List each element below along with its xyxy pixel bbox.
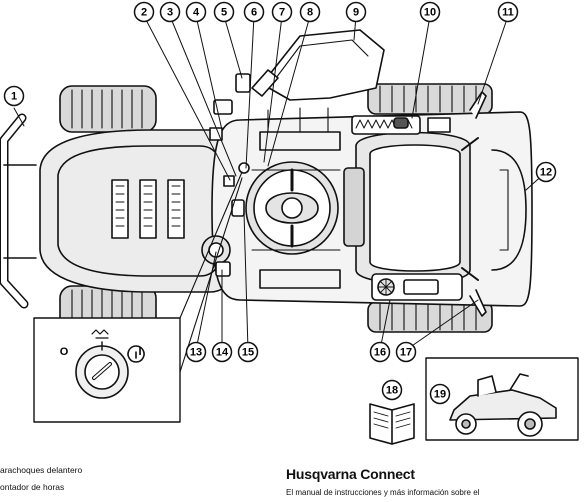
callout-number: 11 [502,7,514,19]
callout-1: 1 [5,87,24,106]
callout-number: 16 [374,347,386,359]
callout-19: 19 [431,385,450,404]
callout-number: 12 [540,167,552,179]
ignition-on-symbol: I [138,346,141,358]
callout-number: 19 [434,389,446,401]
callout-15: 15 [239,343,258,362]
callout-9: 9 [347,3,366,22]
callout-number: 8 [307,7,313,19]
callout-3: 3 [161,3,180,22]
callout-number: 1 [11,91,17,103]
brand-subtitle: El manual de instrucciones y más informa… [286,488,586,497]
callout-11: 11 [499,3,518,22]
callout-number: 17 [400,347,412,359]
callout-8: 8 [301,3,320,22]
callout-number: 3 [167,7,173,19]
callout-number: 10 [424,7,436,19]
callout-5: 5 [215,3,234,22]
callout-10: 10 [421,3,440,22]
callout-7: 7 [273,3,292,22]
legend-item-2: ontador de horas [0,482,64,492]
hood [40,130,240,292]
callout-2: 2 [135,3,154,22]
callout-16: 16 [371,343,390,362]
callout-number: 7 [279,7,285,19]
callout-6: 6 [245,3,264,22]
steering-wheel [246,162,338,254]
callout-number: 18 [386,385,398,397]
front-bumper [4,118,36,304]
ignition-inset [34,318,180,422]
cutting-height-lever [352,116,450,134]
callout-17: 17 [397,343,416,362]
callout-number: 6 [251,7,257,19]
callout-number: 15 [242,347,254,359]
manual-book-icon [370,404,414,444]
callout-4: 4 [187,3,206,22]
callout-18: 18 [383,381,402,400]
front-wheel-top [60,86,156,132]
callout-number: 2 [141,7,147,19]
legend-item-1: arachoques delantero [0,465,82,475]
callout-13: 13 [187,343,206,362]
callout-12: 12 [537,163,556,182]
callout-number: 13 [190,347,202,359]
discharge-chute [262,30,384,100]
ignition-off-symbol: O [60,346,69,358]
callout-number: 5 [221,7,227,19]
seat [344,133,478,284]
callout-14: 14 [213,343,232,362]
fuel-panel [372,274,462,300]
callout-number: 4 [193,7,200,19]
callout-number: 9 [353,7,359,19]
callout-number: 14 [216,347,229,359]
brand-title: Husqvarna Connect [286,466,415,482]
